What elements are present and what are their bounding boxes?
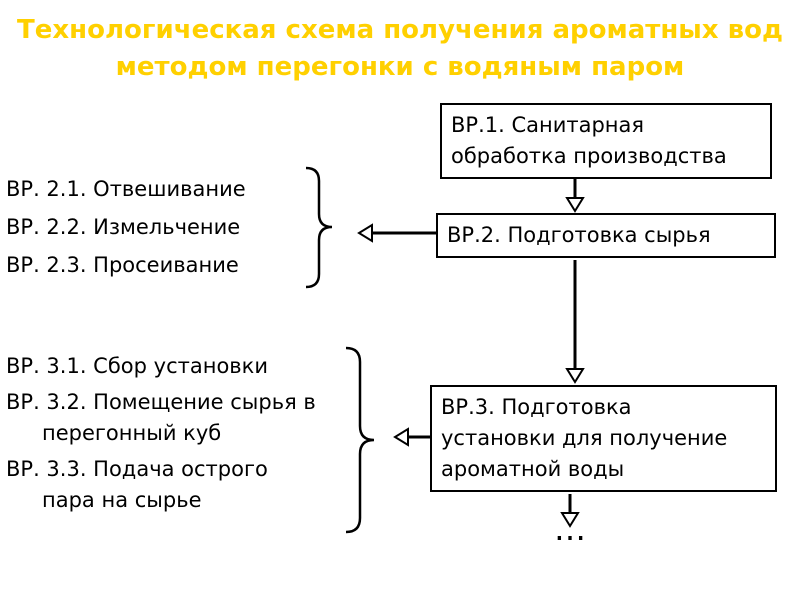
arrow-down-vr2-to-vr3-icon [565, 260, 585, 384]
list-item: ВР. 2.2. Измельчение [6, 215, 241, 239]
list-vr3-operations: ВР. 3.1. Сбор установки ВР. 3.2. Помещен… [6, 351, 336, 521]
arrow-down-vr1-to-vr2-icon [565, 179, 585, 213]
slide-title: Технологическая схема получения ароматны… [17, 15, 783, 82]
list-item: ВР. 2.1. Отвешивание [6, 177, 246, 201]
list-vr2-operations: ВР. 2.1. Отвешивание ВР. 2.2. Измельчени… [6, 170, 306, 284]
curly-brace-list1 [305, 166, 333, 289]
list-item: ВР. 3.2. Помещение сырья в перегонный ку… [6, 390, 316, 445]
flow-box-vr1: ВР.1. Санитарная обработка производства [440, 103, 772, 179]
arrow-left-vr3-to-list2-icon [393, 427, 430, 447]
list-item: ВР. 3.3. Подача острого пара на сырье [6, 457, 268, 512]
list-item: ВР. 2.3. Просеивание [6, 253, 239, 277]
curly-brace-list2 [345, 346, 375, 534]
list-item: ВР. 3.1. Сбор установки [6, 354, 268, 378]
flow-continuation-ellipsis: … [554, 510, 586, 548]
flow-box-vr3: ВР.3. Подготовка установки для получение… [430, 385, 777, 492]
flow-box-vr2: ВР.2. Подготовка сырья [436, 213, 776, 258]
arrow-left-vr2-to-list1-icon [357, 223, 436, 243]
